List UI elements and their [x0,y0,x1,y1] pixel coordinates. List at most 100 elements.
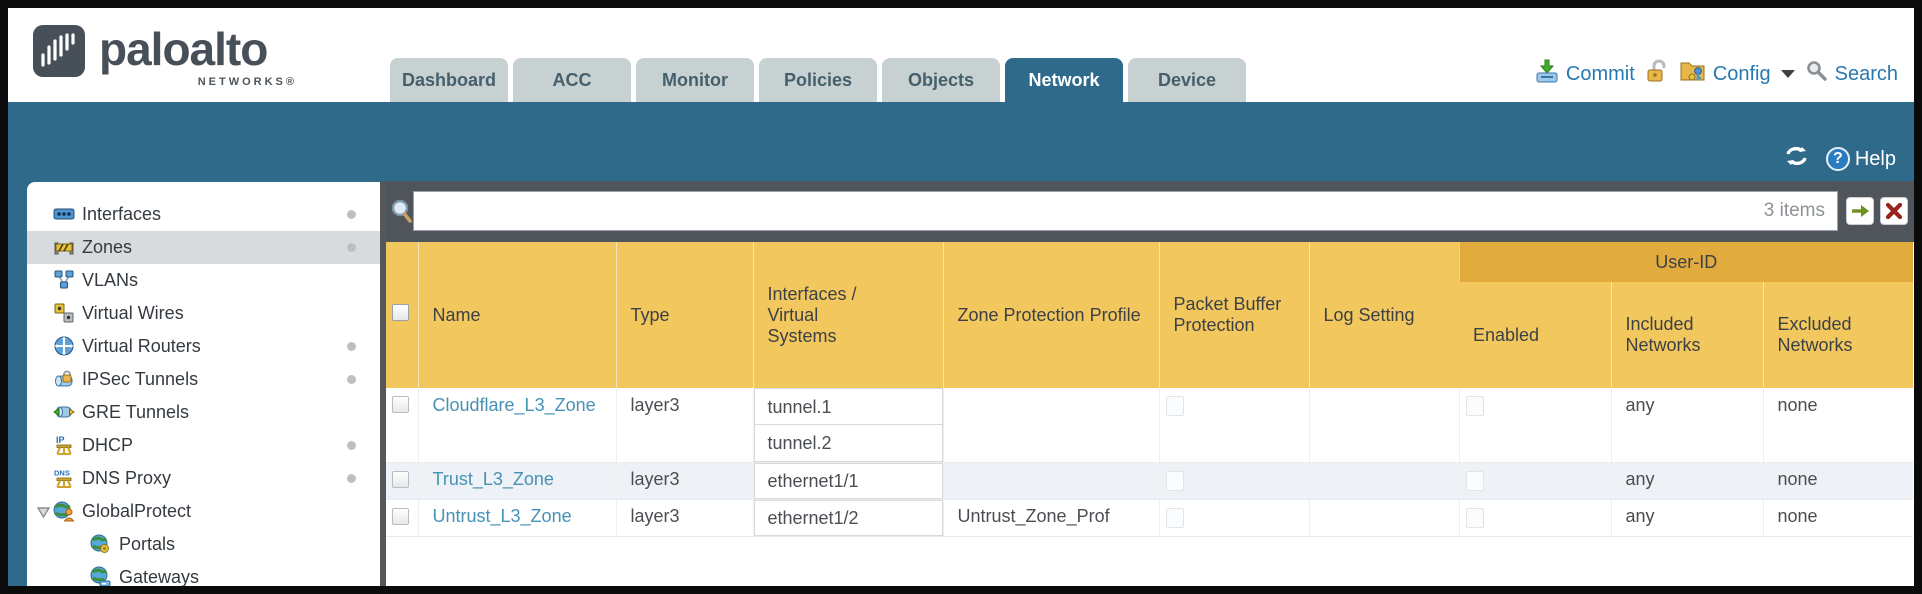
gateways-icon [89,566,111,586]
sidebar-item-label: Interfaces [82,204,162,224]
column-header-enabled[interactable]: Enabled [1459,282,1611,388]
lock-button[interactable] [1645,58,1669,90]
packet-buffer-protection-checkbox[interactable] [1165,508,1184,528]
status-dot [347,474,356,483]
included-networks-cell: any [1610,388,1763,463]
tab-acc[interactable]: ACC [513,58,631,102]
excluded-networks-cell: none [1762,388,1914,463]
sidebar-item-label: Zones [82,237,133,257]
portals-icon [89,533,111,555]
zone-name-link[interactable]: Trust_L3_Zone [432,469,554,489]
commit-button[interactable]: Commit [1534,58,1635,90]
user-id-enabled-checkbox[interactable] [1465,471,1484,491]
column-header-name[interactable]: Name [417,242,616,388]
user-id-enabled-checkbox[interactable] [1465,396,1484,416]
sidebar-item-zones[interactable]: Zones [27,231,380,264]
select-all-checkbox[interactable] [392,304,409,321]
packet-buffer-protection-cell [1158,462,1309,500]
tab-objects[interactable]: Objects [882,58,1000,102]
vlans-icon [53,269,75,291]
user-id-enabled-checkbox[interactable] [1465,508,1484,528]
sidebar-item-interfaces[interactable]: Interfaces [27,198,380,231]
column-header-interfaces[interactable]: Interfaces / Virtual Systems [752,242,943,388]
user-id-enabled-cell [1458,499,1611,537]
paloalto-logo-icon [33,25,85,77]
main-panel: 3 items [380,181,1914,586]
packet-buffer-protection-checkbox[interactable] [1165,396,1184,416]
zones-table: Name Type Interfaces / Virtual Systems Z… [386,242,1914,537]
zone-type-cell: layer3 [615,499,753,537]
sidebar-item-gateways[interactable]: Gateways [27,561,380,586]
zone-protection-profile-cell [942,388,1159,463]
excluded-networks-cell: none [1762,499,1914,537]
zone-interfaces-cell: ethernet1/2 [752,499,943,537]
zone-type-cell: layer3 [615,462,753,500]
sidebar-item-label: DNS Proxy [82,468,172,488]
column-header-included-networks[interactable]: Included Networks [1610,282,1763,388]
column-header-zone-protection-profile[interactable]: Zone Protection Profile [942,242,1159,388]
paloalto-logo: paloalto NETWORKS® [33,22,333,98]
virtual-routers-icon [53,335,75,357]
sidebar-item-label: Virtual Routers [82,336,201,356]
column-group-user-id: User-ID [1458,242,1914,282]
filter-input[interactable] [414,192,1764,230]
zone-name-cell: Trust_L3_Zone [417,462,616,500]
packet-buffer-protection-cell [1158,499,1309,537]
zone-interfaces-cell: ethernet1/1 [752,462,943,500]
lock-icon [1645,58,1669,90]
log-setting-cell [1308,388,1459,463]
dhcp-icon: IP [53,434,75,456]
items-count: 3 items [1763,200,1825,221]
zone-name-link[interactable]: Untrust_L3_Zone [432,506,572,526]
sidebar-item-globalprotect[interactable]: GlobalProtect [27,495,380,528]
search-button[interactable]: Search [1805,59,1898,89]
tab-policies[interactable]: Policies [759,58,877,102]
column-header-log-setting[interactable]: Log Setting [1308,242,1459,388]
tab-dashboard[interactable]: Dashboard [390,58,508,102]
column-header-type[interactable]: Type [615,242,753,388]
zone-name-link[interactable]: Cloudflare_L3_Zone [432,395,596,415]
sidebar-item-virtual-wires[interactable]: Virtual Wires [27,297,380,330]
zones-table-wrap: Name Type Interfaces / Virtual Systems Z… [386,242,1914,586]
refresh-icon[interactable] [1783,144,1810,174]
packet-buffer-protection-checkbox[interactable] [1165,471,1184,491]
sidebar-item-label: Virtual Wires [82,303,184,323]
sidebar-item-virtual-routers[interactable]: Virtual Routers [27,330,380,363]
filter-bar: 3 items [386,181,1914,242]
sidebar-item-label: Gateways [119,567,200,586]
tab-monitor[interactable]: Monitor [636,58,754,102]
help-button[interactable]: ? Help [1825,147,1896,171]
clear-filter-button[interactable] [1880,197,1908,225]
expander-icon[interactable] [36,505,51,523]
search-icon [1805,59,1829,89]
zone-name-cell: Untrust_L3_Zone [417,499,616,537]
sidebar-item-portals[interactable]: Portals [27,528,380,561]
column-header-excluded-networks[interactable]: Excluded Networks [1762,282,1914,388]
header-actions: Commit [1534,58,1898,90]
sidebar-item-gre-tunnels[interactable]: GRE Tunnels [27,396,380,429]
apply-filter-button[interactable] [1846,197,1874,225]
sidebar-item-ipsec-tunnels[interactable]: IPSec Tunnels [27,363,380,396]
tab-network[interactable]: Network [1005,58,1123,102]
config-button[interactable]: Config [1679,58,1795,90]
virtual-wires-icon [53,302,75,324]
status-dot [347,210,356,219]
column-header-packet-buffer-protection[interactable]: Packet Buffer Protection [1158,242,1309,388]
included-networks-cell: any [1610,462,1763,500]
tab-device[interactable]: Device [1128,58,1246,102]
row-select-checkbox[interactable] [392,396,409,413]
row-select-checkbox[interactable] [392,471,409,488]
ipsec-tunnels-icon [53,368,75,390]
filter-search-icon [389,198,413,231]
row-select-checkbox[interactable] [392,508,409,525]
log-setting-cell [1308,499,1459,537]
zone-type-cell: layer3 [615,388,753,463]
config-icon [1679,58,1707,90]
log-setting-cell [1308,462,1459,500]
sidebar-item-vlans[interactable]: VLANs [27,264,380,297]
